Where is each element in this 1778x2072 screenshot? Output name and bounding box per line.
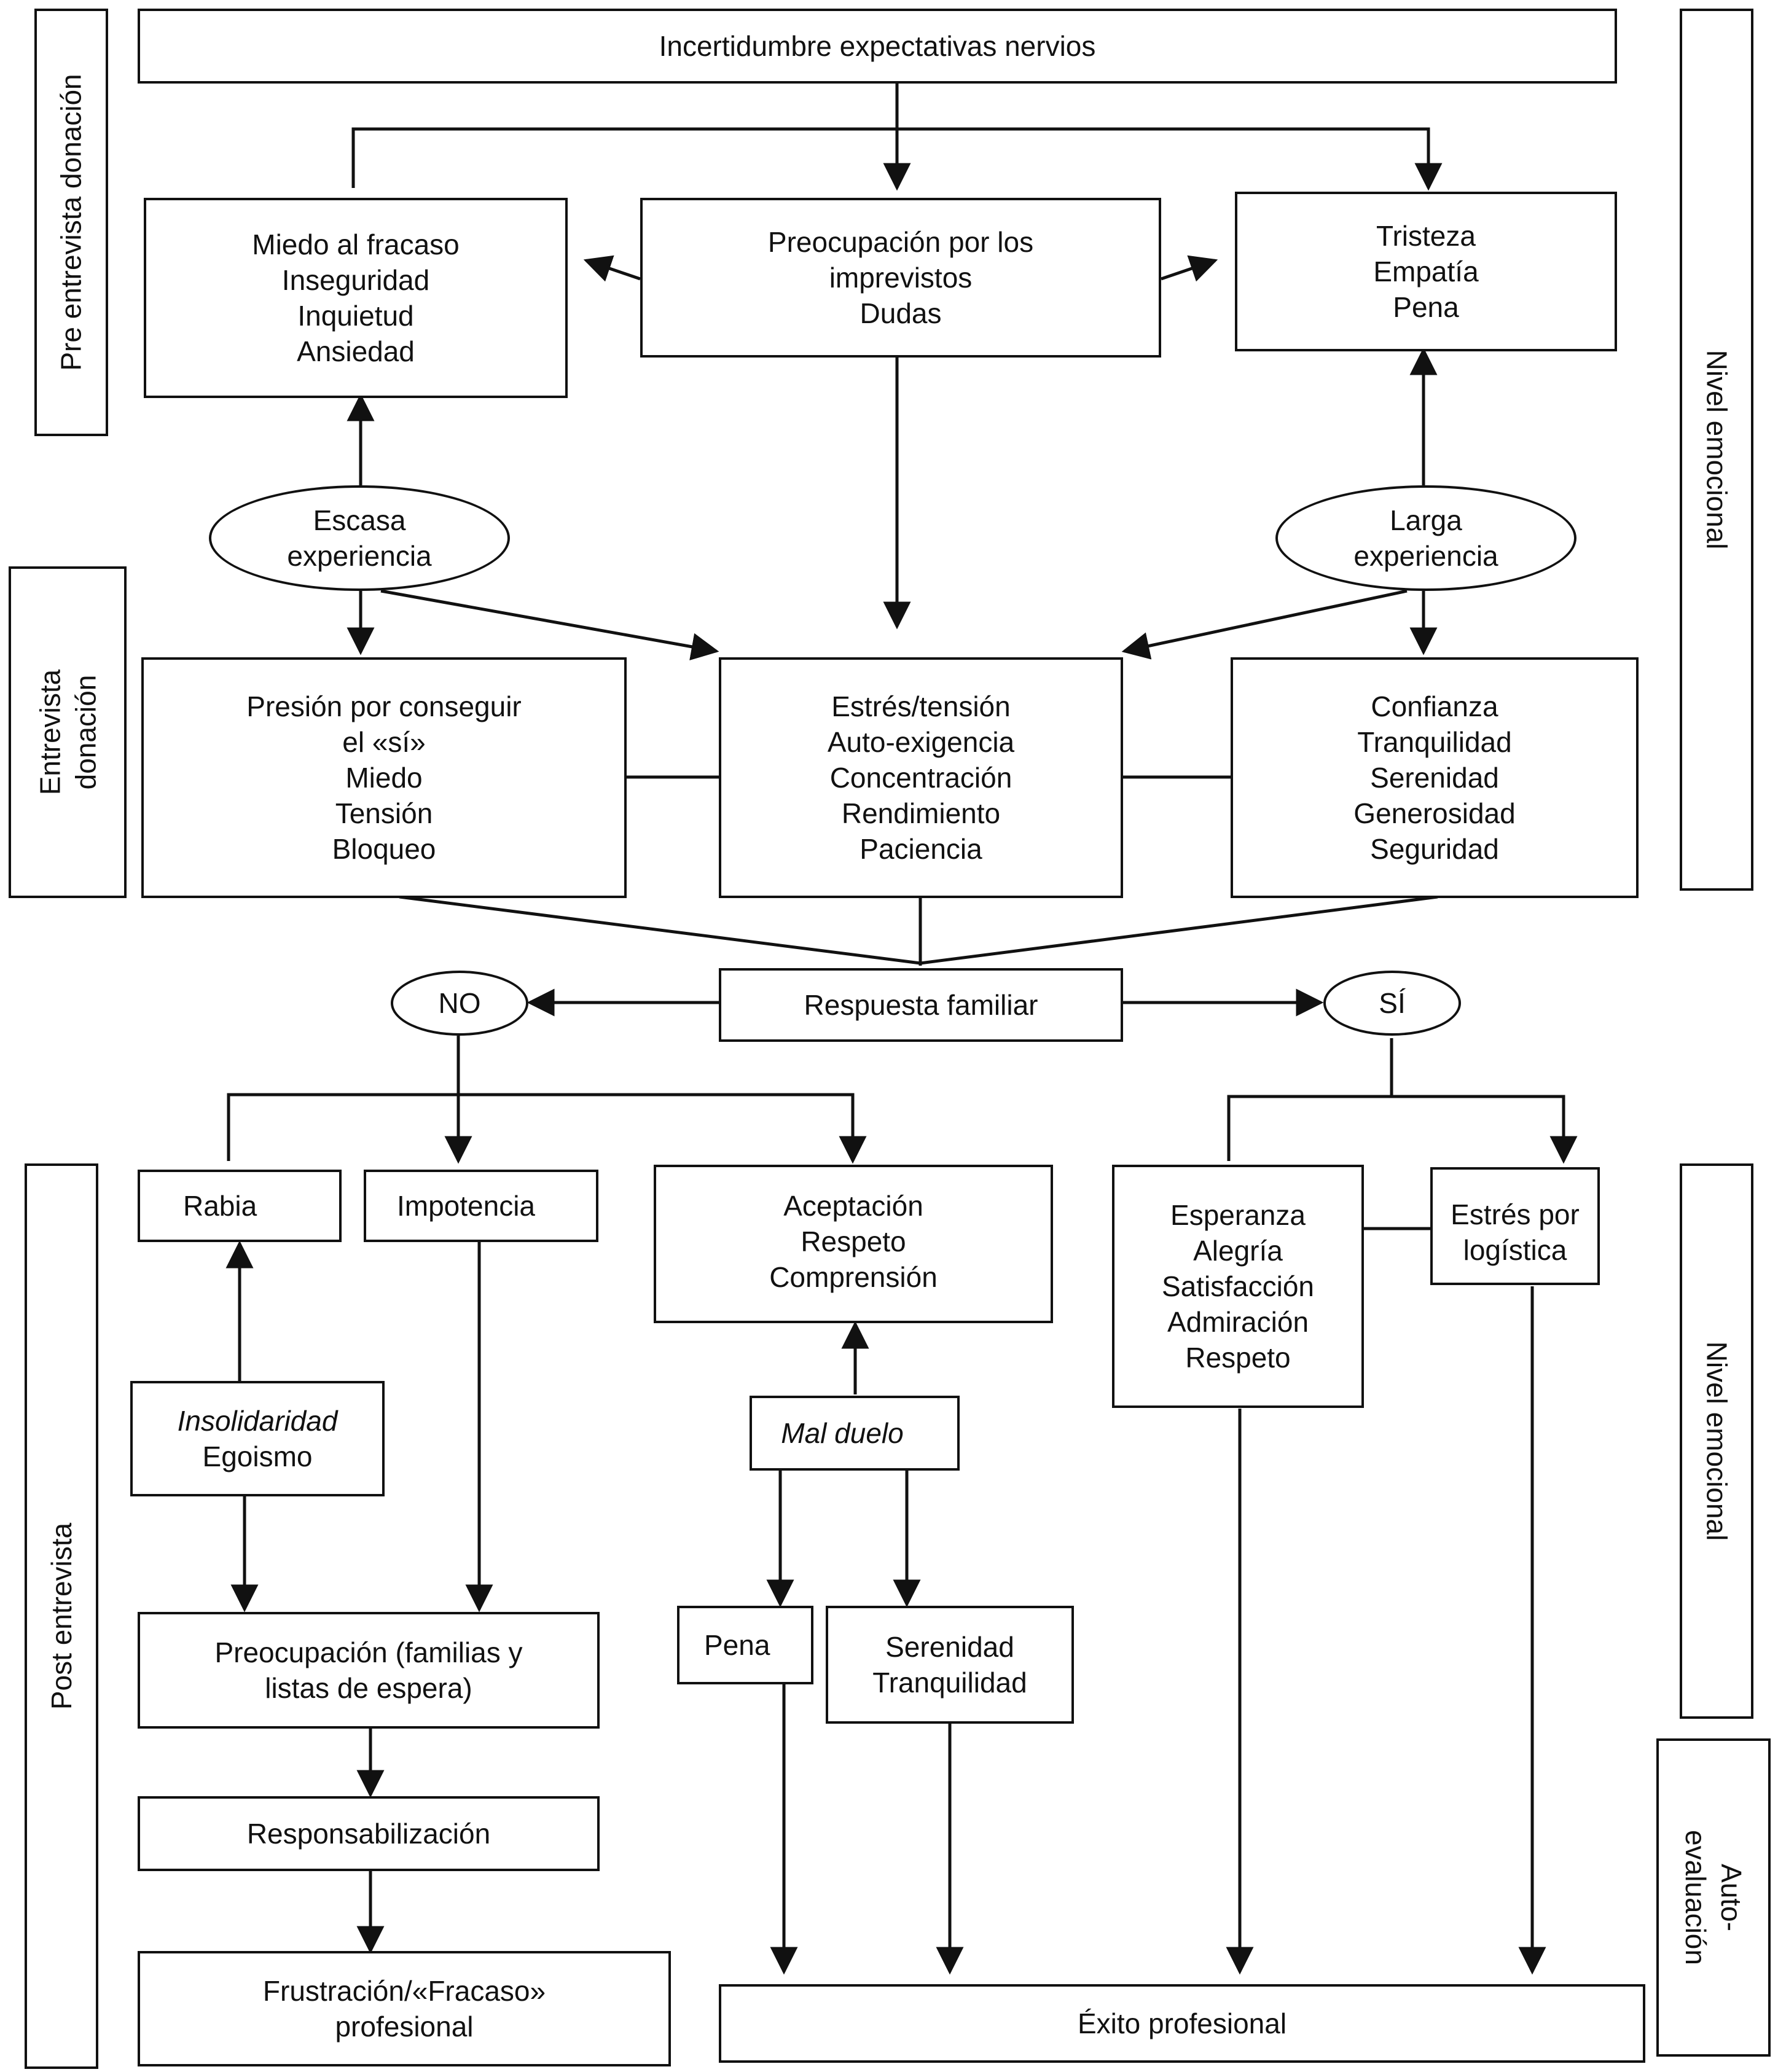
node-no: NO xyxy=(391,971,528,1036)
level-label-emotional-bottom-text: Nivel emocional xyxy=(1701,1341,1733,1541)
node-preocupacion-familias: Preocupación (familias y listas de esper… xyxy=(138,1612,600,1729)
stage-label-pre: Pre entrevista donación xyxy=(34,9,108,436)
node-si: SÍ xyxy=(1323,971,1461,1036)
node-estres-logistica: Estrés por logística xyxy=(1430,1167,1600,1285)
node-responsabilizacion: Responsabilización xyxy=(138,1796,600,1871)
node-incertidumbre: Incertidumbre expectativas nervios xyxy=(138,9,1617,84)
node-serenidad: Serenidad Tranquilidad xyxy=(826,1606,1074,1724)
node-escasa-experiencia: Escasa experiencia xyxy=(209,485,510,591)
node-insolidaridad: Insolidaridad Egoismo xyxy=(130,1381,385,1496)
node-insolidaridad-sub: Egoismo xyxy=(202,1441,313,1472)
node-pena: Pena xyxy=(677,1606,813,1684)
node-insolidaridad-title: Insolidaridad xyxy=(177,1405,338,1437)
stage-label-post-text: Post entrevista xyxy=(45,1522,78,1710)
node-tristeza: Tristeza Empatía Pena xyxy=(1235,192,1617,351)
node-rabia: Rabia xyxy=(138,1170,342,1242)
node-miedo: Miedo al fracaso Inseguridad Inquietud A… xyxy=(144,198,568,398)
node-presion: Presión por conseguir el «sí» Miedo Tens… xyxy=(141,657,627,898)
level-label-autoevaluacion: Auto- evaluación xyxy=(1656,1738,1771,2057)
node-larga-experiencia: Larga experiencia xyxy=(1275,485,1576,591)
node-respuesta-familiar: Respuesta familiar xyxy=(719,968,1123,1042)
level-label-autoevaluacion-text: Auto- evaluación xyxy=(1680,1830,1747,1965)
node-confianza: Confianza Tranquilidad Serenidad Generos… xyxy=(1231,657,1639,898)
stage-label-pre-text: Pre entrevista donación xyxy=(55,74,88,371)
node-aceptacion: Aceptación Respeto Comprensión xyxy=(654,1165,1053,1323)
stage-label-post: Post entrevista xyxy=(25,1163,98,2069)
node-exito-profesional: Éxito profesional xyxy=(719,1984,1645,2063)
stage-label-entrevista: Entrevista donación xyxy=(9,566,127,898)
node-esperanza: Esperanza Alegría Satisfacción Admiració… xyxy=(1112,1165,1364,1408)
level-label-emotional-top-text: Nivel emocional xyxy=(1701,350,1733,550)
node-mal-duelo: Mal duelo xyxy=(750,1396,960,1471)
stage-label-entrevista-text: Entrevista donación xyxy=(34,669,101,796)
level-label-emotional-bottom: Nivel emocional xyxy=(1680,1163,1753,1719)
node-frustracion: Frustración/«Fracaso» profesional xyxy=(138,1951,671,2066)
level-label-emotional-top: Nivel emocional xyxy=(1680,9,1753,891)
node-estres-tension: Estrés/tensión Auto-exigencia Concentrac… xyxy=(719,657,1123,898)
node-preocupacion-imprevistos: Preocupación por los imprevistos Dudas xyxy=(640,198,1161,358)
node-impotencia: Impotencia xyxy=(364,1170,598,1242)
